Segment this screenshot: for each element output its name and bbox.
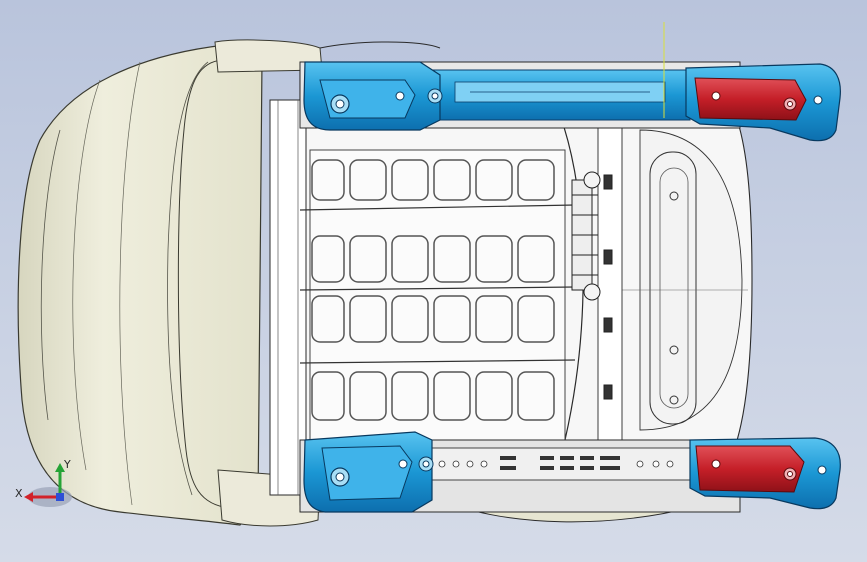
x-axis-label: X xyxy=(15,487,23,500)
rear-upper-bracket xyxy=(685,63,841,142)
front-lower-bracket xyxy=(303,431,434,513)
spring-mat xyxy=(299,149,613,441)
rear-lower-bracket xyxy=(689,437,841,510)
front-upper-bracket xyxy=(303,61,443,131)
y-axis-label: Y xyxy=(64,458,71,471)
